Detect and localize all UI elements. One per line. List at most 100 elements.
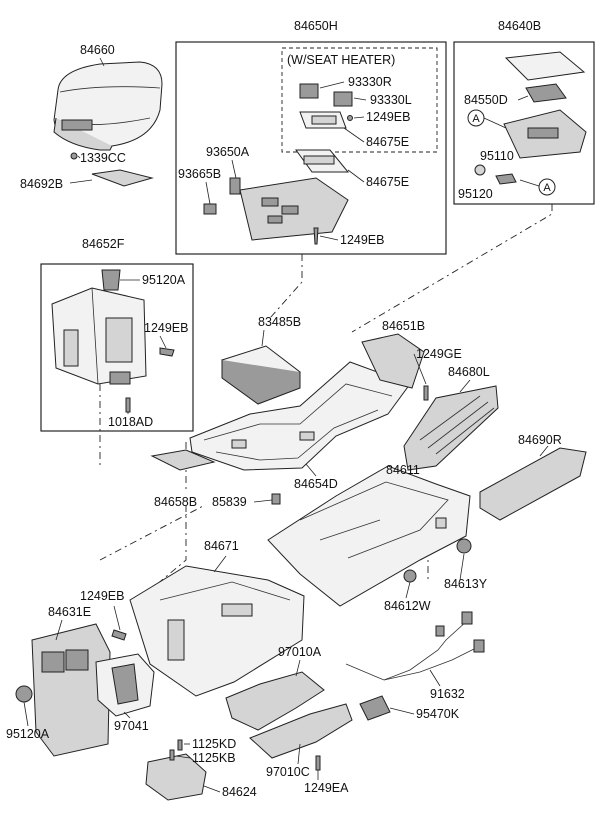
- ref-marker-a-top-text: A: [472, 113, 480, 125]
- label-93330r: 93330R: [348, 75, 392, 89]
- label-84675e-lower: 84675E: [366, 175, 409, 189]
- seat-heater-switch-left: [333, 91, 353, 107]
- screw-1249eb-cupholder: [159, 347, 175, 357]
- label-95110: 95110: [480, 149, 514, 163]
- label-84654d: 84654D: [294, 477, 338, 491]
- label-95120: 95120: [458, 187, 493, 201]
- vent-97041: [95, 653, 155, 717]
- seat-heater-switch-right: [299, 83, 319, 99]
- label-83485b: 83485B: [258, 315, 301, 329]
- label-95470k: 95470K: [416, 707, 460, 721]
- label-1249eb-upper: 1249EB: [366, 110, 410, 124]
- assembly-line-cupholder-to-body: [99, 504, 206, 561]
- label-1249eb-cupholder: 1249EB: [144, 321, 188, 335]
- ref-marker-a-bottom-text: A: [543, 182, 551, 194]
- screw-1249eb-upper: [347, 115, 353, 121]
- label-84650h: 84650H: [294, 19, 338, 33]
- screw-1339cc: [70, 152, 78, 160]
- label-95120a-cupholder: 95120A: [142, 273, 186, 287]
- screw-1249ea: [315, 755, 321, 771]
- label-91632: 91632: [430, 687, 465, 701]
- shift-panel: [239, 177, 349, 241]
- clip-85839: [271, 493, 281, 505]
- screw-1249ge: [423, 385, 429, 401]
- label-95120a-panel: 95120A: [6, 727, 50, 741]
- seat-heater-switch-group-frame: [175, 41, 447, 255]
- socket-95120: [474, 164, 486, 176]
- armrest-lid-part: [53, 61, 163, 151]
- label-97010c: 97010C: [266, 765, 310, 779]
- screw-1018ad: [125, 397, 131, 413]
- label-1249ea: 1249EA: [304, 781, 349, 795]
- grille-84680l: [403, 385, 499, 471]
- rear-tray-group-frame: [453, 41, 595, 205]
- label-84658b: 84658B: [154, 495, 197, 509]
- upper-console-84654d: [189, 361, 411, 471]
- screw-1125kb: [169, 749, 175, 761]
- label-93330l: 93330L: [370, 93, 412, 107]
- assembly-line-panel-to-console: [269, 254, 303, 319]
- label-84613y: 84613Y: [444, 577, 488, 591]
- duct-97010c: [249, 703, 353, 759]
- label-1249ge: 1249GE: [416, 347, 462, 361]
- label-97041: 97041: [114, 719, 149, 733]
- label-93650a: 93650A: [206, 145, 250, 159]
- label-97010a: 97010A: [278, 645, 322, 659]
- screw-1249eb-lower: [313, 227, 319, 245]
- label-84675e-upper: 84675E: [366, 135, 409, 149]
- side-panel-84690r: [479, 447, 587, 521]
- cup-holder-socket-95120a: [101, 269, 121, 291]
- label-1018ad: 1018AD: [108, 415, 153, 429]
- wiring-harness-91632: [345, 611, 485, 681]
- module-95470k: [359, 695, 391, 721]
- label-84624: 84624: [222, 785, 257, 799]
- rear-tray-housing: [503, 109, 587, 159]
- cup-holder-housing: [51, 287, 147, 385]
- rear-tray-lid: [504, 51, 586, 81]
- trim-84658b: [150, 449, 216, 471]
- switch-bezel-upper: [299, 111, 347, 129]
- socket-95110: [495, 173, 517, 185]
- label-84631e: 84631E: [48, 605, 91, 619]
- label-84671: 84671: [204, 539, 239, 553]
- rear-console-84671: [129, 565, 305, 697]
- screw-1125kd: [177, 739, 183, 751]
- socket-95120a-panel: [15, 685, 33, 703]
- label-84690r: 84690R: [518, 433, 562, 447]
- label-84692b: 84692B: [20, 177, 63, 191]
- label-84640b: 84640B: [498, 19, 541, 33]
- label-84652f: 84652F: [82, 237, 125, 251]
- cup-holder-group-frame: [40, 263, 194, 432]
- label-84651b: 84651B: [382, 319, 425, 333]
- switch-93665b: [203, 203, 217, 215]
- assembly-line-tray-to-console: [351, 204, 553, 333]
- switch-93650a: [229, 177, 241, 195]
- label-1125kd: 1125KD: [192, 737, 236, 751]
- ref-marker-a-bottom: [538, 178, 556, 196]
- shift-bezel-plate: [295, 149, 350, 173]
- label-85839: 85839: [212, 495, 247, 509]
- lower-console-84611: [267, 465, 471, 607]
- console-box-83485b: [220, 345, 302, 405]
- trim-84651b: [361, 333, 425, 389]
- jack-84612w: [403, 569, 417, 583]
- bracket-84624: [145, 753, 207, 801]
- rear-panel-84631e: [31, 623, 111, 757]
- label-1249eb-rear: 1249EB: [80, 589, 124, 603]
- label-1339cc: 1339CC: [80, 151, 126, 165]
- label-84611: 84611: [386, 463, 420, 477]
- rear-tray-liner: [525, 83, 567, 103]
- label-84550d: 84550D: [464, 93, 508, 107]
- seat-heater-subgroup-frame: [281, 47, 438, 153]
- label-1249eb-lower: 1249EB: [340, 233, 384, 247]
- duct-97010a: [225, 671, 325, 731]
- label-84612w: 84612W: [384, 599, 431, 613]
- label-84660: 84660: [80, 43, 115, 57]
- label-84680l: 84680L: [448, 365, 490, 379]
- screw-1249eb-rear: [111, 629, 127, 641]
- label-93665b: 93665B: [178, 167, 221, 181]
- jack-84613y: [456, 538, 472, 554]
- armrest-pad-part: [91, 169, 154, 187]
- label-1125kb: 1125KB: [192, 751, 236, 765]
